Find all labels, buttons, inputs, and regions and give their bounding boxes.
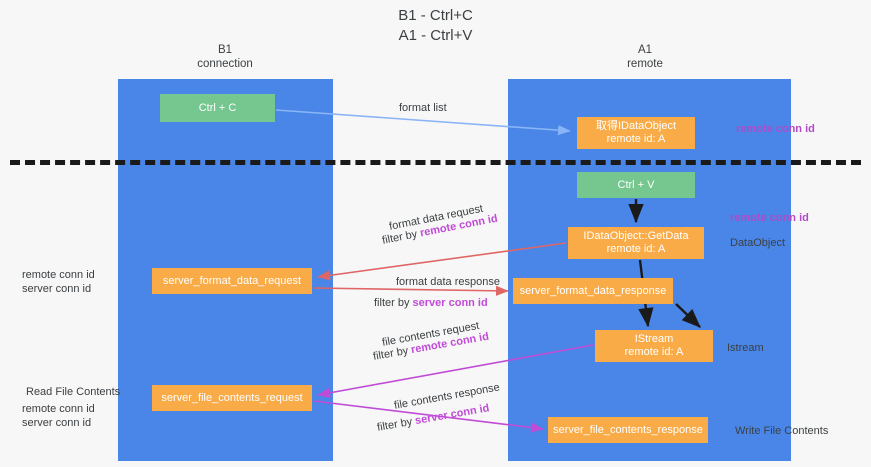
node-server-file-contents-request-label: server_file_contents_request bbox=[161, 391, 303, 404]
node-server-format-data-response[interactable]: server_format_data_response bbox=[513, 278, 673, 304]
node-server-file-contents-response-label: server_file_contents_response bbox=[553, 423, 703, 436]
label-format-list: format list bbox=[399, 102, 447, 114]
node-ctrl-c[interactable]: Ctrl + C bbox=[160, 94, 275, 122]
label-remote-conn-id-top: remote conn id bbox=[736, 123, 815, 135]
label-remote-conn-id-mid: remote conn id bbox=[730, 212, 809, 224]
filter-prefix: filter by bbox=[381, 227, 422, 247]
node-istream[interactable]: IStream remote id: A bbox=[595, 330, 713, 362]
diagram-title-line-2: A1 - Ctrl+V bbox=[398, 27, 473, 44]
label-left-ids-group-1: remote conn id server conn id bbox=[22, 268, 95, 296]
label-format-data-response-filter: filter by server conn id bbox=[374, 296, 488, 310]
filter-prefix: filter by bbox=[374, 297, 413, 309]
node-server-file-contents-request[interactable]: server_file_contents_request bbox=[152, 385, 312, 411]
label-istream-side: Istream bbox=[727, 342, 764, 354]
lane-header-a1: A1 remote bbox=[570, 44, 720, 71]
lane-header-a1-line-1: A1 bbox=[637, 44, 653, 56]
node-idataobject[interactable]: 取得IDataObject remote id: A bbox=[577, 117, 695, 149]
node-server-format-data-request[interactable]: server_format_data_request bbox=[152, 268, 312, 294]
node-server-file-contents-response[interactable]: server_file_contents_response bbox=[548, 417, 708, 443]
label-left-remote-conn-id-2: remote conn id bbox=[22, 403, 95, 415]
node-ctrl-v[interactable]: Ctrl + V bbox=[577, 172, 695, 198]
filter-prefix: filter by bbox=[376, 415, 417, 434]
label-left-server-conn-id-2: server conn id bbox=[22, 417, 92, 429]
diagram-title: B1 - Ctrl+C A1 - Ctrl+V bbox=[0, 6, 871, 46]
node-idataobject-sublabel: remote id: A bbox=[606, 133, 666, 145]
label-file-contents-response-filter: filter by server conn id bbox=[376, 401, 490, 435]
node-ctrl-c-label: Ctrl + C bbox=[198, 101, 237, 114]
label-write-file-contents: Write File Contents bbox=[735, 425, 829, 437]
label-left-ids-group-2: remote conn id server conn id bbox=[22, 402, 95, 430]
label-left-remote-conn-id-1: remote conn id bbox=[22, 269, 95, 281]
phase-divider bbox=[10, 160, 861, 165]
node-istream-sublabel: remote id: A bbox=[624, 346, 684, 358]
node-server-format-data-request-label: server_format_data_request bbox=[162, 274, 302, 287]
lane-header-b1-line-2: connection bbox=[197, 57, 253, 70]
label-data-object: DataObject bbox=[730, 237, 786, 249]
lane-header-a1-line-2: remote bbox=[627, 57, 663, 70]
lane-header-b1: B1 connection bbox=[150, 44, 300, 71]
filter-prefix: filter by bbox=[372, 344, 413, 363]
node-idataobject-label: 取得IDataObject bbox=[595, 120, 677, 132]
lane-header-b1-line-1: B1 bbox=[217, 44, 233, 56]
node-ctrl-v-label: Ctrl + V bbox=[617, 178, 655, 191]
diagram-title-line-1: B1 - Ctrl+C bbox=[398, 7, 473, 24]
label-format-data-response: format data response bbox=[396, 276, 500, 288]
label-read-file-contents: Read File Contents bbox=[26, 386, 121, 398]
node-idataobject-getdata[interactable]: IDataObject::GetData remote id: A bbox=[568, 227, 704, 259]
node-getdata-sublabel: remote id: A bbox=[606, 243, 666, 255]
node-server-format-data-response-label: server_format_data_response bbox=[519, 284, 667, 297]
label-left-server-conn-id-1: server conn id bbox=[22, 283, 92, 295]
node-istream-label: IStream bbox=[634, 333, 674, 345]
filter-key-server-conn-id: server conn id bbox=[412, 297, 488, 309]
node-getdata-label: IDataObject::GetData bbox=[583, 230, 689, 242]
